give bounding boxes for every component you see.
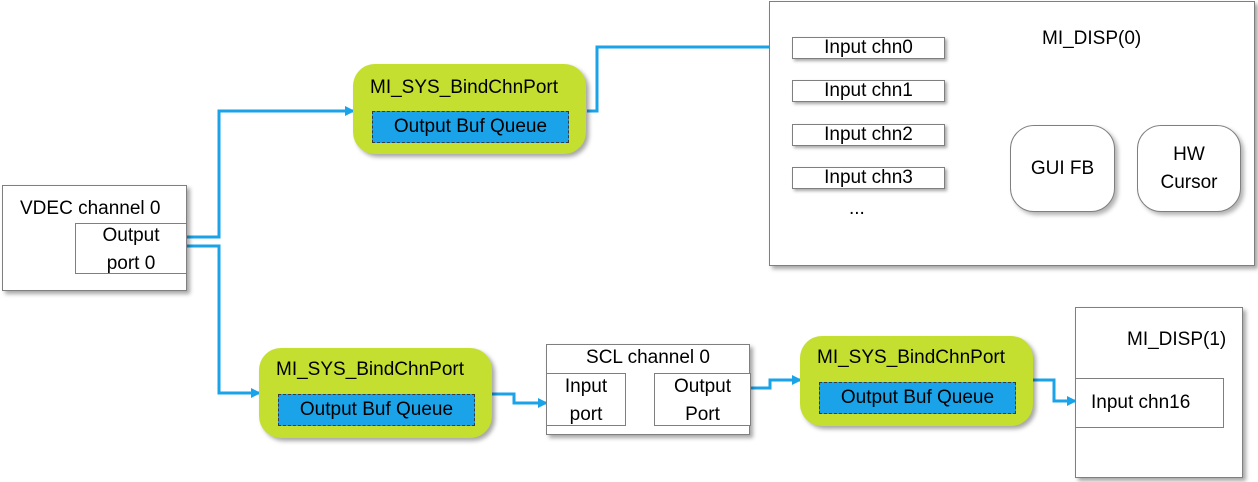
wire-bind-bottom-to-scl (492, 392, 548, 408)
vdec-output-port-line2: port 0 (106, 253, 156, 274)
bind-top-queue: Output Buf Queue (372, 111, 569, 143)
wire-vdec-to-bind-bottom (187, 244, 261, 398)
vdec-channel-title: VDEC channel 0 (20, 198, 161, 219)
scl-output-port-line2: Port (685, 404, 720, 425)
bind-right-node: MI_SYS_BindChnPort Output Buf Queue (800, 336, 1033, 426)
scl-channel-title: SCL channel 0 (586, 347, 710, 368)
disp0-title: MI_DISP(0) (1042, 28, 1142, 49)
bind-top-title: MI_SYS_BindChnPort (370, 77, 558, 98)
disp0-hw-cursor: HW Cursor (1137, 125, 1241, 212)
bind-top-node: MI_SYS_BindChnPort Output Buf Queue (353, 64, 586, 154)
scl-input-port-line1: Input (564, 376, 608, 397)
disp0-hw-cursor-line2: Cursor (1160, 171, 1218, 193)
bind-bottom-queue: Output Buf Queue (278, 394, 475, 426)
disp0-hw-cursor-line1: HW (1173, 143, 1205, 165)
scl-output-port-line1: Output (673, 376, 732, 397)
wire-bind-right-to-chn16 (1033, 378, 1077, 406)
disp0-input-chn0: Input chn0 (792, 37, 945, 59)
bind-right-queue: Output Buf Queue (819, 382, 1016, 414)
disp0-input-chn2: Input chn2 (792, 124, 945, 146)
vdec-output-port: Output port 0 (75, 223, 187, 274)
disp0-gui-fb-label: GUI FB (1030, 157, 1095, 179)
vdec-output-port-line1: Output (102, 225, 160, 246)
scl-input-port: Input port (546, 373, 626, 426)
wire-vdec-to-bind-top (187, 106, 355, 239)
bind-right-title: MI_SYS_BindChnPort (817, 347, 1005, 368)
scl-input-port-line2: port (569, 404, 603, 425)
disp0-input-chn1: Input chn1 (792, 80, 945, 102)
scl-output-port: Output Port (654, 373, 751, 426)
wire-bind-top-to-chn0 (587, 42, 793, 113)
disp1-input-chn16-label: Input chn16 (1091, 392, 1191, 413)
disp1-title: MI_DISP(1) (1127, 329, 1227, 350)
disp0-ellipsis: ... (849, 198, 865, 219)
bind-bottom-title: MI_SYS_BindChnPort (276, 359, 464, 380)
disp0-input-chn3: Input chn3 (792, 167, 945, 189)
disp0-gui-fb: GUI FB (1010, 125, 1115, 212)
bind-bottom-node: MI_SYS_BindChnPort Output Buf Queue (259, 348, 492, 438)
disp1-input-chn16: Input chn16 (1075, 378, 1224, 428)
wire-scl-to-bind-right (751, 375, 802, 390)
